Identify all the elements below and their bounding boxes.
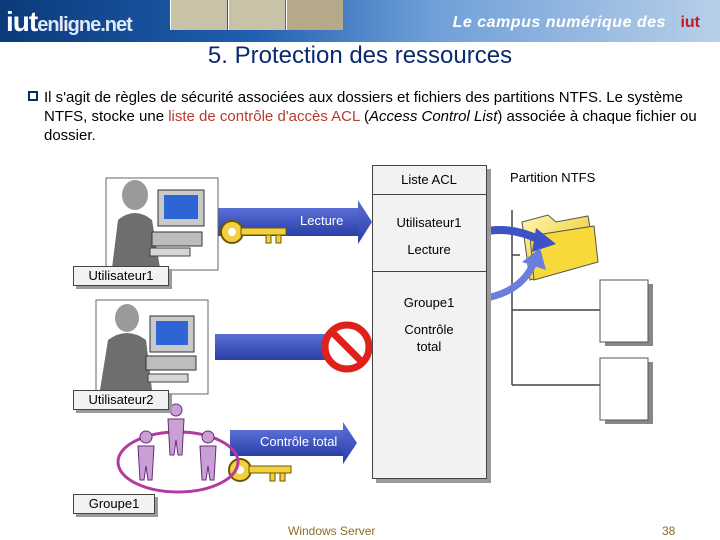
acl-entry2-permission-line2: total — [372, 339, 486, 354]
user2-label: Utilisateur2 — [73, 390, 169, 410]
arrow-lecture-label: Lecture — [300, 213, 343, 228]
acl-header-divider — [372, 194, 486, 195]
group-illustration — [118, 404, 238, 492]
footer-page-number: 38 — [662, 524, 675, 538]
file-icon-2 — [600, 358, 653, 424]
arrow-controle-total-label: Contrôle total — [260, 434, 337, 449]
acl-header: Liste ACL — [372, 172, 486, 187]
user1-label: Utilisateur1 — [73, 266, 169, 286]
acl-entry2-group: Groupe1 — [372, 295, 486, 310]
acl-entry1-user: Utilisateur1 — [372, 215, 486, 230]
acl-entry1-permission: Lecture — [372, 242, 486, 257]
acl-entry-divider — [372, 271, 486, 272]
user1-illustration — [106, 178, 218, 270]
acl-entry2-permission-line1: Contrôle — [372, 322, 486, 337]
group1-label: Groupe1 — [73, 494, 155, 514]
file-icon-1 — [600, 280, 653, 346]
forbidden-icon — [325, 325, 369, 369]
partition-header: Partition NTFS — [510, 170, 640, 185]
footer-course-name: Windows Server — [288, 524, 375, 538]
user2-illustration — [96, 300, 208, 394]
